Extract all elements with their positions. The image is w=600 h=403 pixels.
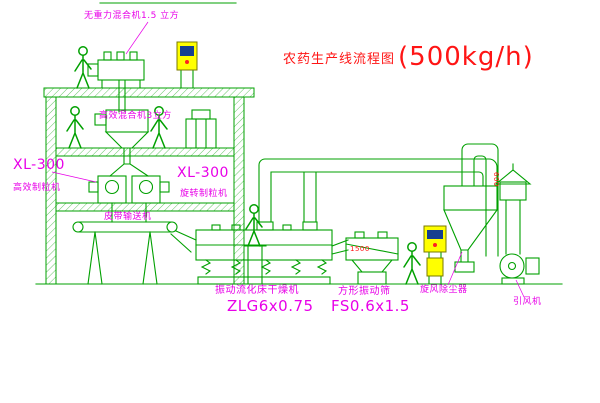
dimension-duct-diameter: 600 [492,172,500,187]
belt-conveyor [72,221,197,285]
fluid-bed-dryer [195,221,333,285]
label-dryer-model: ZLG6x0.75 [227,297,314,315]
worker-figure-roof [74,46,92,89]
label-mixer-level2: 高效混合机3立方 [99,111,172,121]
label-cyclone-name: 旋风除尘器 [420,285,468,295]
drawing-title: 农药生产线流程图 (500kg/h) [283,42,534,72]
exhaust-ducting [258,158,498,223]
label-granulator-left-name: 高效制粒机 [13,183,61,193]
control-cabinet-upper [176,41,198,89]
worker-figure-screen [403,242,421,285]
title-text: 农药生产线流程图 [283,51,396,67]
label-granulator-left-model: XL-300 [13,157,65,173]
worker-figure-level2-left [66,106,84,149]
feeder-machine [185,109,217,149]
clean-air-duct [461,143,499,257]
label-roof-mixer: 无重力混合机1.5 立方 [84,11,180,21]
label-granulator-mid-name: 旋转制粒机 [180,189,228,199]
induced-draft-fan [499,253,540,285]
operator-platform [243,245,267,285]
high-efficiency-mixer [94,109,150,177]
vibrating-screen [331,231,399,285]
label-fan-name: 引风机 [513,297,542,307]
exhaust-stack [494,163,532,255]
label-belt-conveyor: 皮带输送机 [104,212,152,222]
label-screen-name: 方形振动筛 [338,286,391,297]
label-screen-model: FS0.6x1.5 [331,297,410,315]
title-capacity: (500kg/h) [398,42,534,72]
granulator-left [88,175,127,223]
cyclone-separator [443,185,499,273]
control-cabinet-lower [423,225,447,285]
granulator-right [131,175,170,223]
label-granulator-mid-model: XL-300 [177,165,229,181]
label-dryer-name: 振动流化床干燥机 [215,285,299,296]
gravity-free-mixer [87,51,145,113]
worker-figure-dryer [245,204,263,247]
label-leader-lines [51,21,525,298]
dimension-screen-length: 1500 [350,245,370,253]
